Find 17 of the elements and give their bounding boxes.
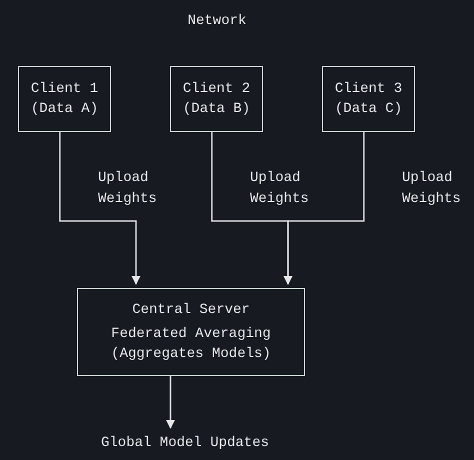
- server-box: [77, 288, 305, 376]
- node-text: Client 1 (Data A): [30, 80, 100, 119]
- client-box: [170, 66, 263, 132]
- flow-label: Upload Weights: [402, 169, 462, 209]
- connector-arrow: [59, 132, 140, 285]
- flow-label: Upload Weights: [250, 169, 310, 209]
- connector-arrow: [284, 132, 365, 285]
- node-text: Client 3 (Data C): [334, 80, 404, 119]
- client-box: [322, 66, 415, 132]
- connector-arrow: [166, 376, 175, 429]
- client-box: [18, 66, 111, 132]
- diagram-title: Network: [186, 12, 248, 31]
- node-text: Federated Averaging (Aggregates Models): [110, 325, 272, 364]
- node-text: Central Server: [132, 301, 250, 320]
- node-text: Client 2 (Data B): [182, 80, 252, 119]
- flow-label: Upload Weights: [98, 169, 158, 209]
- node-text: Global Model Updates: [100, 434, 270, 453]
